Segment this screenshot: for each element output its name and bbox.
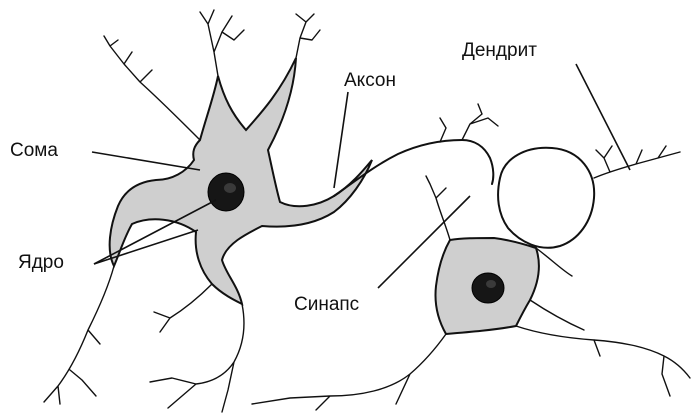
left-neuron [110,58,372,304]
axon-pointer [334,92,348,188]
right-nucleus [472,273,504,303]
label-axon: Аксон [344,70,396,91]
right-neuron [435,148,594,334]
left-nucleus [208,173,244,211]
left-nucleolus [224,183,236,193]
right-bulb [498,148,594,248]
label-synapse: Синапс [294,294,359,315]
right-nucleolus [486,280,496,288]
label-soma: Сома [10,140,58,161]
soma-pointer [92,152,200,170]
dendrite-pointer [576,64,630,170]
label-dendrite: Дендрит [462,40,537,61]
label-nucleus: Ядро [18,252,64,273]
